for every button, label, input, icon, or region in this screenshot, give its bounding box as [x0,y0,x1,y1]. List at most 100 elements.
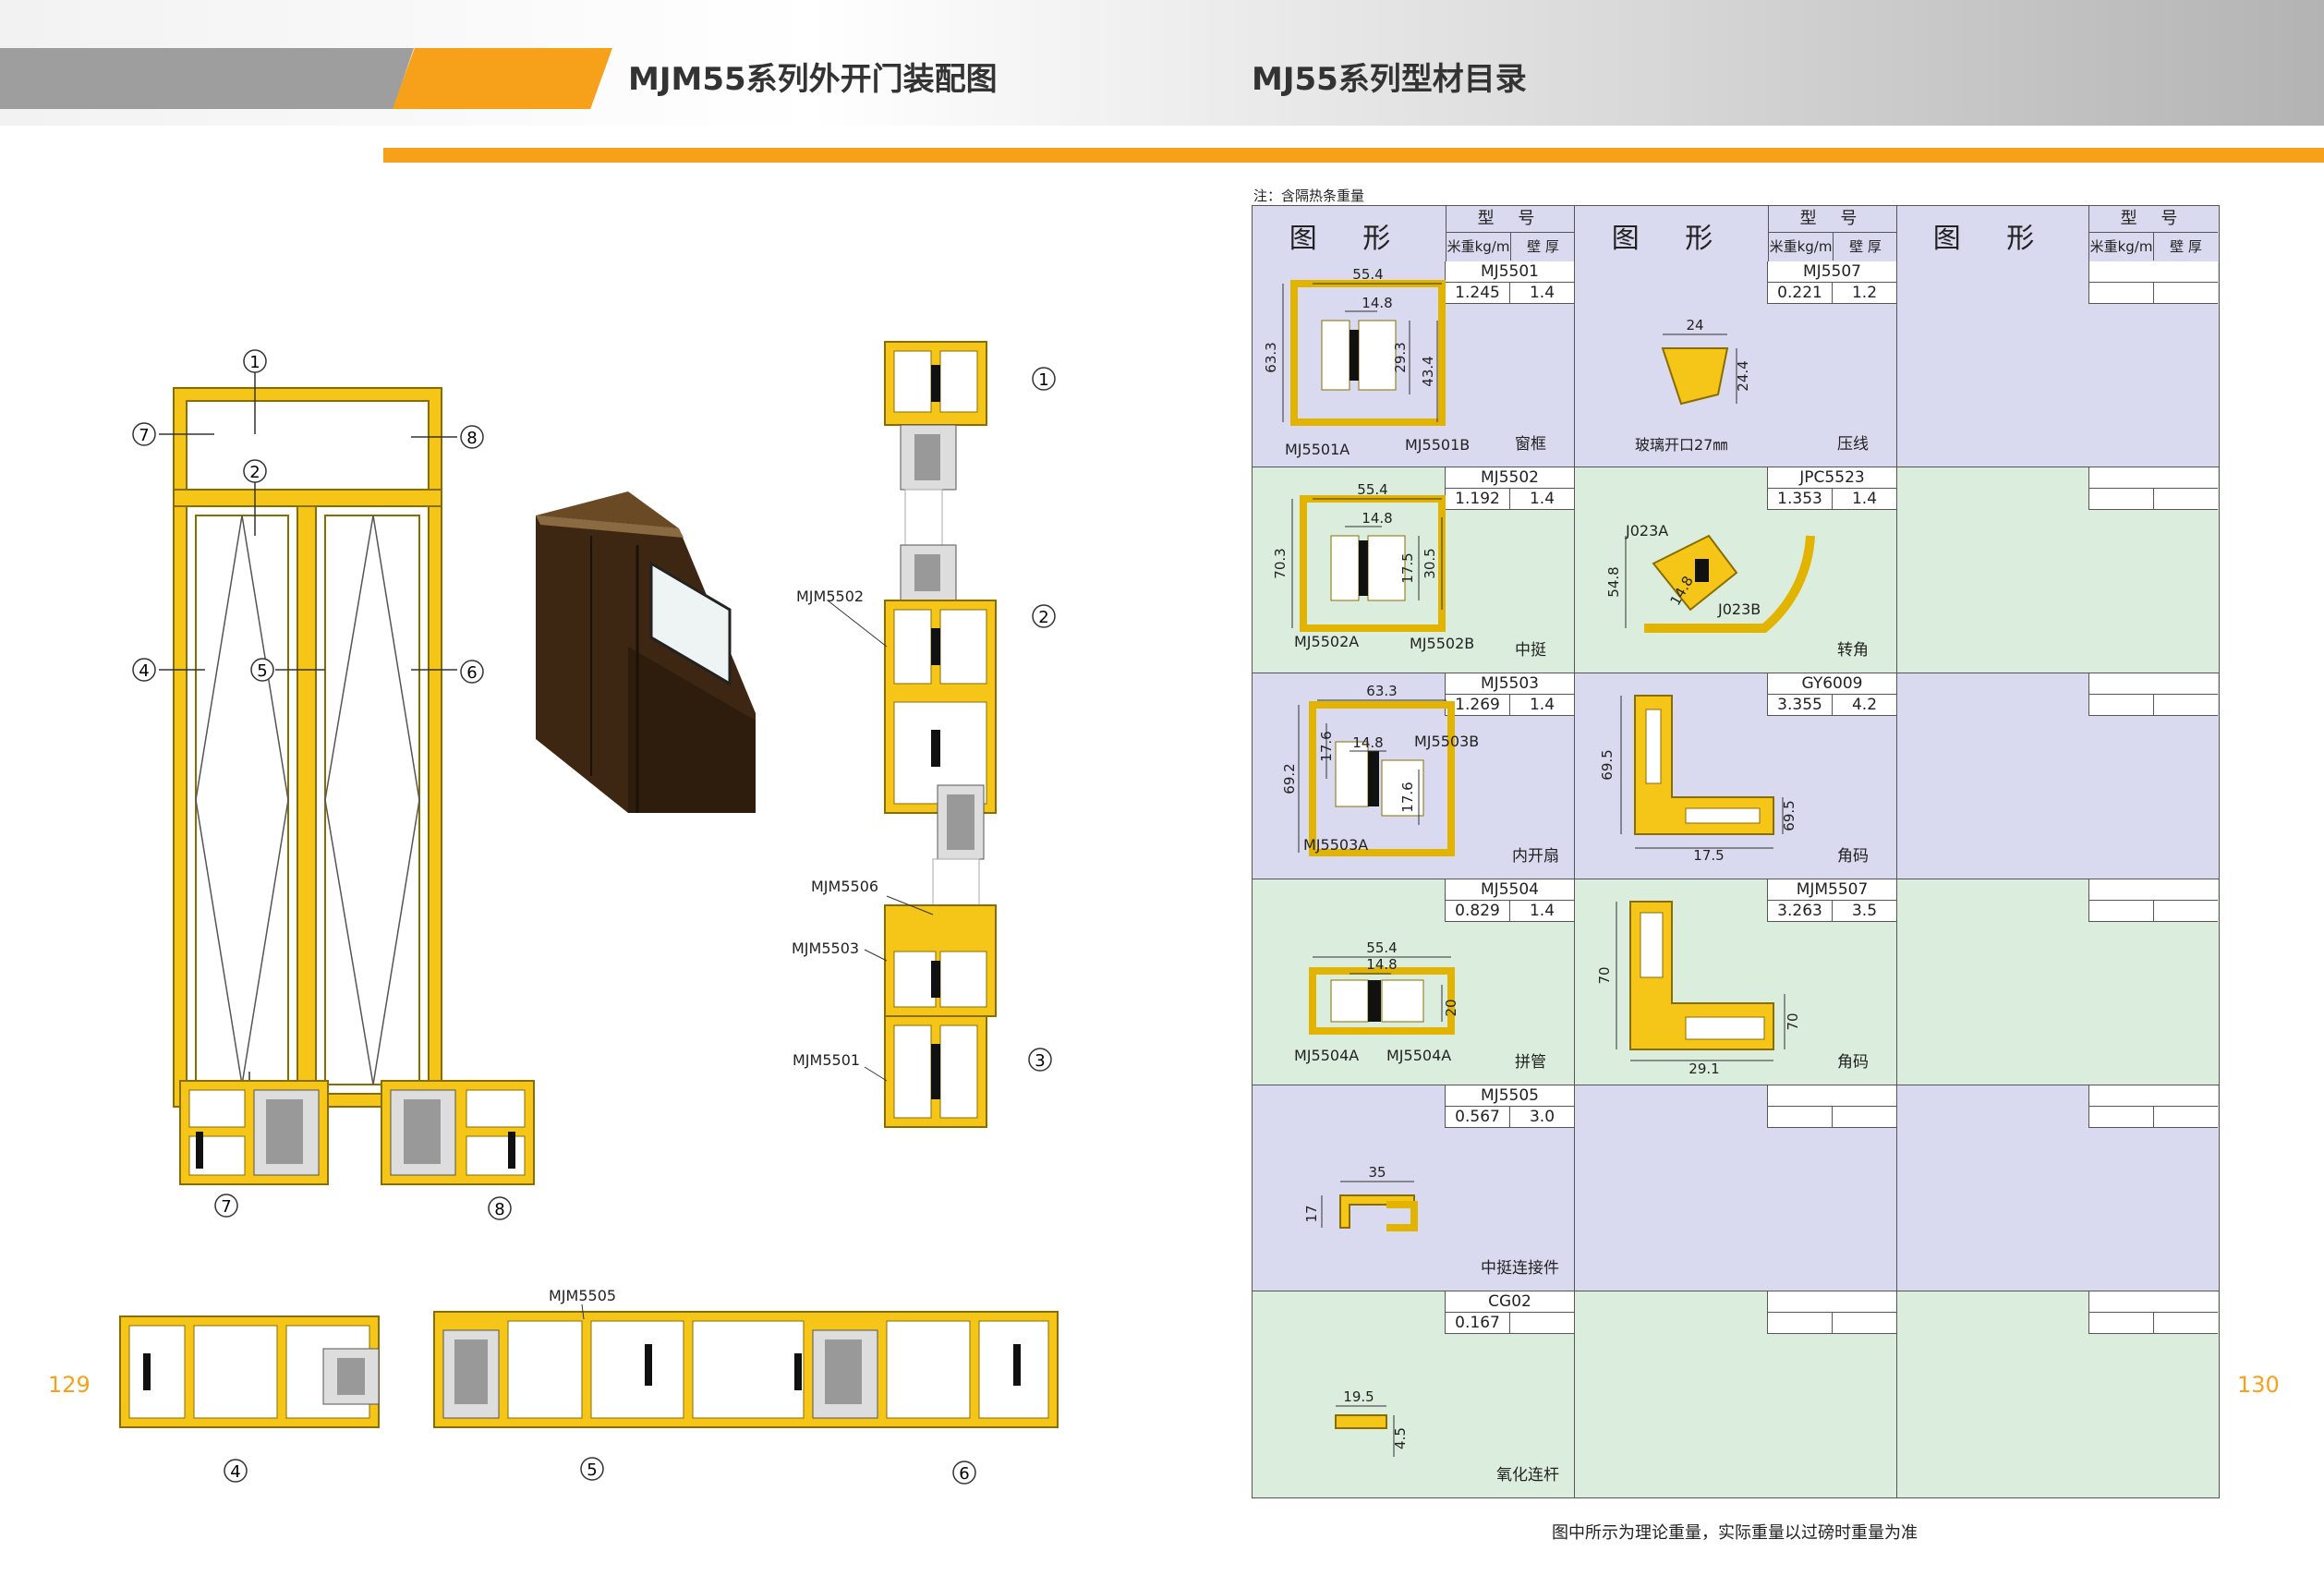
catalog-cell [1897,673,2218,879]
profile-name: 压线 [1837,435,1869,454]
wall-thickness [2154,283,2218,303]
unit-weight [2089,489,2154,509]
header-weight-1: 米重kg/m [1446,233,1511,261]
vertical-section [884,341,997,1128]
catalog-cell [1575,1291,1897,1497]
profile-name: 角码 [1837,847,1869,866]
dimension-label: 20 [1443,999,1459,1016]
model-box [2088,673,2218,716]
model-box [2088,467,2218,510]
profile-name: 氧化连杆 [1496,1466,1559,1485]
wall-thickness: 3.0 [1529,1108,1555,1126]
header-wall-1: 壁 厚 [1527,238,1559,255]
dimension-label: 70.3 [1272,548,1289,578]
section-8 [381,1080,535,1185]
model-box [2088,1291,2218,1334]
horizontal-section [119,1311,1059,1428]
unit-weight [2089,695,2154,715]
door-elevation [159,362,457,1116]
dimension-label: 29.3 [1392,342,1409,372]
model-code: JPC5523 [1768,467,1896,489]
svg-text:2: 2 [249,463,260,482]
dimension-label: 35 [1368,1164,1386,1181]
model-code: MJ5505 [1446,1085,1574,1107]
dimension-label: 30.5 [1422,548,1438,578]
part-label: MJ5502A [1294,633,1359,650]
wall-thickness [1510,1313,1574,1333]
unit-weight: 1.353 [1768,489,1833,509]
catalog-cell [1897,261,2218,467]
wall-thickness: 1.4 [1529,284,1555,302]
profile-name: 中挺连接件 [1481,1259,1559,1278]
dimension-label: 63.3 [1263,342,1279,372]
catalog-cell [1897,879,2218,1085]
header-model-3: 型 号 [2089,206,2218,233]
model-code [1768,1291,1896,1313]
header-weight-3: 米重kg/m [2089,233,2154,261]
model-box [2088,261,2218,304]
wall-thickness: 1.2 [1851,284,1878,302]
part-label: MJ5504A [1294,1047,1359,1064]
unit-weight [2089,283,2154,303]
svg-text:6: 6 [466,663,477,683]
header-gray-band [0,48,414,109]
left-page-title: MJM55系列外开门装配图 [628,61,998,98]
svg-text:4: 4 [139,661,149,681]
part-label: J023A [1625,522,1668,539]
dimension-label: 24.4 [1735,360,1751,391]
dimension-label: 17.5 [1693,847,1724,864]
part-label: MJ5501A [1285,441,1350,458]
assembly-drawing: 1 2 3 4 5 6 7 8 [119,341,1059,1485]
catalog-footer-note: 图中所示为理论重量，实际重量以过磅时重量为准 [1552,1523,1918,1543]
profile-name: 转角 [1837,641,1869,660]
profile-name: 窗框 [1515,435,1546,454]
wall-thickness: 1.4 [1851,490,1878,508]
header-figure-2: 图 形 [1611,223,1732,255]
unit-weight [2089,901,2154,921]
dimension-label: 69.5 [1599,749,1616,780]
profile-drawing: 19.54.5 [1335,1388,1409,1457]
section-7 [179,1080,329,1185]
svg-text:2: 2 [1038,608,1048,627]
svg-text:7: 7 [139,426,149,445]
wall-thickness: 1.4 [1529,490,1555,508]
model-code [2089,1291,2218,1313]
label-mjm5502: MJM5502 [796,588,865,605]
catalog-cell [1897,1291,2218,1497]
unit-weight: 1.245 [1446,283,1510,303]
model-code: MJM5507 [1768,879,1896,901]
wall-thickness: 4.2 [1851,696,1878,714]
header-model-1: 型 号 [1446,206,1575,233]
header-orange-rule [383,148,2324,163]
dimension-label: 70 [1785,1012,1801,1030]
header-wall-2: 壁 厚 [1849,238,1882,255]
catalog-cell [1897,1085,2218,1291]
part-label: MJ5503B [1414,733,1479,750]
dimension-label: 17 [1303,1205,1320,1222]
part-label: MJ5503A [1303,836,1368,854]
dimension-label: 17.5 [1399,552,1416,583]
part-label: MJ5504A [1386,1047,1451,1064]
label-mjm5505: MJM5505 [549,1287,617,1304]
dimension-label: 17.6 [1318,731,1335,761]
dimension-label: 14.8 [1366,956,1397,973]
dimension-label: 54.8 [1605,566,1622,597]
